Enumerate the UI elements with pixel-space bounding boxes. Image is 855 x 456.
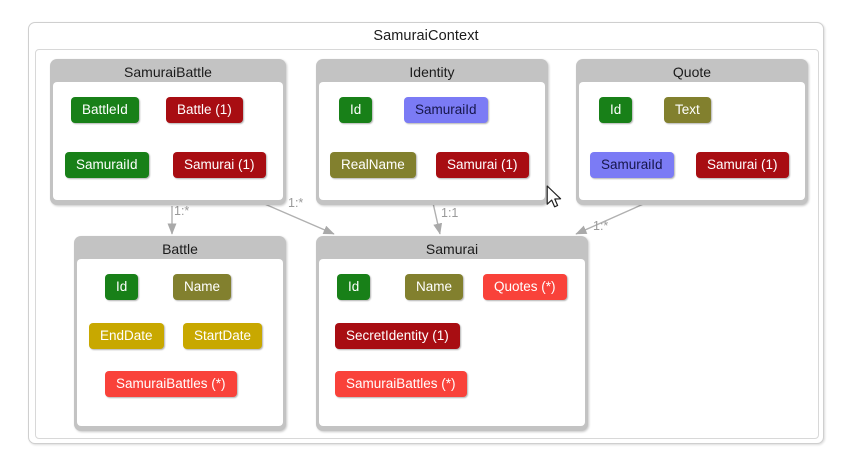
- property-samuraiid[interactable]: SamuraiId: [65, 152, 149, 178]
- context-title: SamuraiContext: [373, 28, 479, 44]
- connector-label-samuraibattle-battle: 1:*: [174, 204, 190, 218]
- property-samuraibattles-nav[interactable]: SamuraiBattles (*): [335, 371, 467, 397]
- property-samurai-nav[interactable]: Samurai (1): [696, 152, 789, 178]
- arrow-pointer-cursor: [546, 185, 562, 208]
- property-secretidentity-nav[interactable]: SecretIdentity (1): [335, 323, 460, 349]
- property-samuraibattles-nav[interactable]: SamuraiBattles (*): [105, 371, 237, 397]
- entity-samurai[interactable]: Samurai Id Name Quotes (*) SecretIdentit…: [316, 236, 588, 431]
- property-samurai-nav[interactable]: Samurai (1): [173, 152, 266, 178]
- connector-label-identity-samurai: 1:1: [441, 206, 459, 220]
- property-enddate[interactable]: EndDate: [89, 323, 164, 349]
- entity-title-samuraibattle: SamuraiBattle: [124, 64, 212, 80]
- property-samurai-nav[interactable]: Samurai (1): [436, 152, 529, 178]
- entity-body-quote: Id Text SamuraiId Samurai (1): [579, 82, 805, 200]
- entity-title-battle: Battle: [162, 241, 198, 257]
- property-text[interactable]: Text: [664, 97, 711, 123]
- entity-body-battle: Id Name EndDate StartDate SamuraiBattles…: [77, 259, 283, 426]
- entity-samuraibattle[interactable]: SamuraiBattle BattleId Battle (1) Samura…: [50, 59, 286, 205]
- entity-identity[interactable]: Identity Id SamuraiId RealName Samurai (…: [316, 59, 548, 205]
- property-name[interactable]: Name: [173, 274, 232, 300]
- entity-battle[interactable]: Battle Id Name EndDate StartDate Samurai…: [74, 236, 286, 431]
- entity-body-identity: Id SamuraiId RealName Samurai (1): [319, 82, 545, 200]
- entity-body-samuraibattle: BattleId Battle (1) SamuraiId Samurai (1…: [53, 82, 283, 200]
- entity-title-identity: Identity: [409, 64, 455, 80]
- connector-label-quote-samurai: 1:*: [593, 219, 609, 233]
- property-samuraiid[interactable]: SamuraiId: [590, 152, 674, 178]
- property-samuraiid[interactable]: SamuraiId: [404, 97, 488, 123]
- property-id[interactable]: Id: [337, 274, 371, 300]
- property-realname[interactable]: RealName: [330, 152, 416, 178]
- property-id[interactable]: Id: [105, 274, 139, 300]
- entity-quote[interactable]: Quote Id Text SamuraiId Samurai (1): [576, 59, 808, 205]
- property-quotes-nav[interactable]: Quotes (*): [483, 274, 567, 300]
- property-startdate[interactable]: StartDate: [183, 323, 263, 349]
- property-id[interactable]: Id: [599, 97, 633, 123]
- entity-title-quote: Quote: [672, 64, 712, 80]
- entity-title-samurai: Samurai: [425, 241, 479, 257]
- property-id[interactable]: Id: [339, 97, 373, 123]
- property-battleid[interactable]: BattleId: [71, 97, 139, 123]
- entity-body-samurai: Id Name Quotes (*) SecretIdentity (1) Sa…: [319, 259, 585, 426]
- property-battle-nav[interactable]: Battle (1): [166, 97, 243, 123]
- connector-label-samuraibattle-samurai: 1:*: [288, 196, 304, 210]
- property-name[interactable]: Name: [405, 274, 464, 300]
